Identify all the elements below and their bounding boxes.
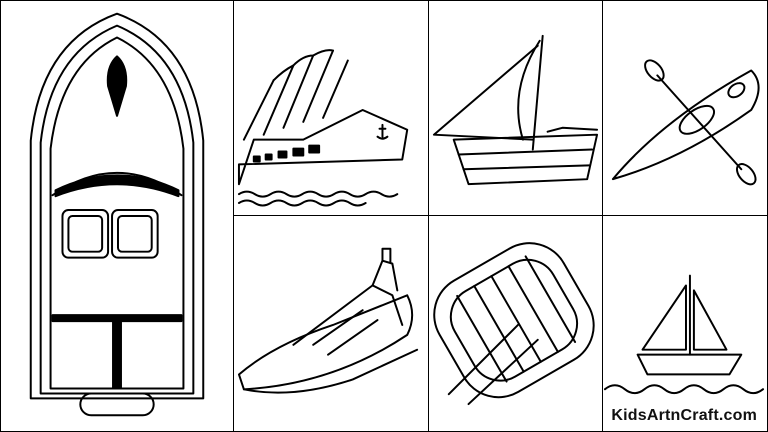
panel-motorboat	[0, 0, 234, 432]
panel-sailboat	[428, 0, 603, 216]
panel-raft	[428, 215, 603, 432]
yacht-icon	[237, 247, 419, 394]
sailboat-icon	[432, 34, 599, 186]
panel-kayak	[602, 0, 768, 216]
panel-cruise-ship	[233, 0, 429, 216]
kayak-icon	[611, 59, 760, 186]
small-sailboat-icon	[603, 274, 765, 395]
watermark: KidsArtnCraft.com	[611, 407, 757, 424]
raft-icon	[433, 242, 595, 406]
panel-yacht	[233, 215, 429, 432]
motorboat-top-view-icon	[29, 12, 205, 417]
cruise-ship-icon	[237, 49, 409, 207]
panel-small-sailboat: KidsArtnCraft.com	[602, 215, 768, 432]
